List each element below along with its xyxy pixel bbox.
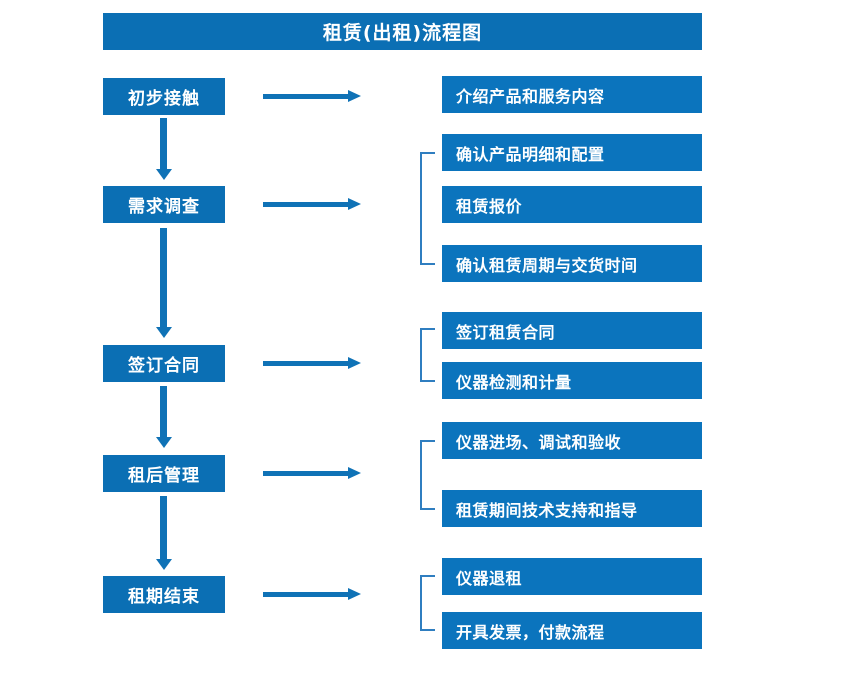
arrow-shaft bbox=[263, 361, 349, 366]
detail-box-technical-support[interactable]: 租赁期间技术支持和指导 bbox=[442, 490, 702, 527]
stage-box-initial-contact[interactable]: 初步接触 bbox=[103, 78, 225, 115]
arrow-head bbox=[348, 588, 361, 600]
arrow-shaft bbox=[160, 496, 167, 559]
arrow-head bbox=[348, 90, 361, 102]
vertical-arrow-3 bbox=[155, 386, 173, 448]
detail-box-invoice-payment[interactable]: 开具发票，付款流程 bbox=[442, 612, 702, 649]
horizontal-arrow-1 bbox=[263, 88, 361, 104]
detail-box-instrument-return[interactable]: 仪器退租 bbox=[442, 558, 702, 595]
arrow-shaft bbox=[160, 118, 167, 169]
arrow-shaft bbox=[263, 94, 349, 99]
vertical-arrow-1 bbox=[155, 118, 173, 180]
stage-box-post-rental-mgmt[interactable]: 租后管理 bbox=[103, 455, 225, 492]
detail-box-introduce-products[interactable]: 介绍产品和服务内容 bbox=[442, 76, 702, 113]
bracket-connector-lease-end bbox=[420, 575, 435, 631]
arrow-head bbox=[348, 357, 361, 369]
detail-box-confirm-period[interactable]: 确认租赁周期与交货时间 bbox=[442, 245, 702, 282]
detail-box-rental-quotation[interactable]: 租赁报价 bbox=[442, 186, 702, 223]
detail-box-confirm-product-specs[interactable]: 确认产品明细和配置 bbox=[442, 134, 702, 171]
detail-box-instrument-testing[interactable]: 仪器检测和计量 bbox=[442, 362, 702, 399]
arrow-shaft bbox=[263, 592, 349, 597]
horizontal-arrow-5 bbox=[263, 586, 361, 602]
horizontal-arrow-2 bbox=[263, 196, 361, 212]
arrow-shaft bbox=[160, 228, 167, 327]
arrow-head bbox=[156, 327, 172, 338]
arrow-head bbox=[348, 198, 361, 210]
stage-box-lease-end[interactable]: 租期结束 bbox=[103, 576, 225, 613]
vertical-arrow-2 bbox=[155, 228, 173, 338]
arrow-head bbox=[156, 559, 172, 570]
vertical-arrow-4 bbox=[155, 496, 173, 570]
arrow-shaft bbox=[160, 386, 167, 437]
bracket-connector-sign-contract bbox=[420, 328, 435, 382]
arrow-shaft bbox=[263, 471, 349, 476]
detail-box-sign-rental-contract[interactable]: 签订租赁合同 bbox=[442, 312, 702, 349]
horizontal-arrow-3 bbox=[263, 355, 361, 371]
page-title: 租赁(出租)流程图 bbox=[103, 13, 702, 50]
arrow-head bbox=[156, 169, 172, 180]
stage-box-sign-contract[interactable]: 签订合同 bbox=[103, 345, 225, 382]
stage-box-needs-survey[interactable]: 需求调查 bbox=[103, 186, 225, 223]
horizontal-arrow-4 bbox=[263, 465, 361, 481]
arrow-shaft bbox=[263, 202, 349, 207]
arrow-head bbox=[156, 437, 172, 448]
bracket-connector-needs-survey bbox=[420, 152, 435, 265]
arrow-head bbox=[348, 467, 361, 479]
bracket-connector-post-rental-mgmt bbox=[420, 440, 435, 510]
detail-box-instrument-delivery[interactable]: 仪器进场、调试和验收 bbox=[442, 422, 702, 459]
